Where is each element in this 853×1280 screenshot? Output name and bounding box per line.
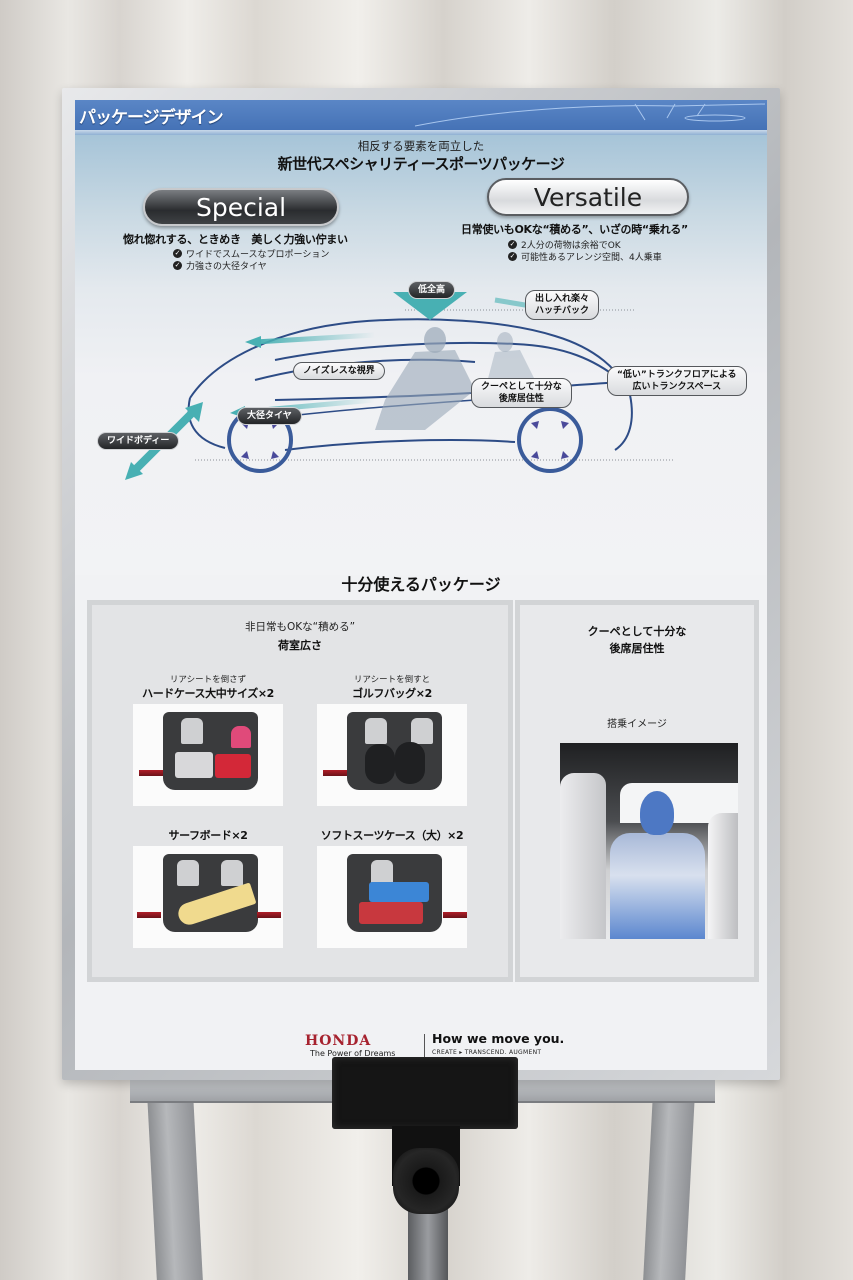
brand-tagline: The Power of Dreams (310, 1049, 396, 1058)
sub-heading: 相反する要素を両立した (357, 139, 485, 153)
footer-divider (424, 1034, 425, 1058)
cargo-item-golfbag: リアシートを倒すと ゴルフバッグ×2 (312, 673, 472, 806)
versatile-pill: Versatile (487, 178, 689, 216)
callout-noiseless-view: ノイズレスな視界 (293, 362, 385, 380)
hardcase-photo (133, 704, 283, 806)
callout-wide-body: ワイドボディー (97, 432, 180, 450)
footer-steps: CREATE ▸ TRANSCEND. AUGMENT (432, 1049, 542, 1056)
callout-low-height: 低全高 (408, 281, 456, 299)
check-icon: ✓ (173, 260, 182, 270)
callout-low-trunk: “低い”トランクフロアによる 広いトランクスペース (607, 366, 747, 396)
callout-hatchback: 出し入れ楽々 ハッチバック (525, 290, 600, 320)
special-pill: Special (143, 188, 339, 226)
easel-knob-icon (393, 1148, 459, 1214)
cargo-item-suitcase: ソフトスーツケース（大）×2 (312, 827, 472, 948)
cargo-panel-sub: 非日常もOKな“積める” (244, 621, 356, 633)
cargo-item-hardcase: リアシートを倒さず ハードケース大中サイズ×2 (128, 673, 288, 806)
easel-leg-left (147, 1095, 203, 1280)
bullet-item: ✓ワイドでスムースなプロポーション (173, 248, 330, 260)
versatile-tagline: 日常使いもOKな“積める”、いざの時“乗れる” (461, 223, 688, 236)
section-title: 十分使えるパッケージ (341, 575, 501, 594)
poster-board: パッケージデザイン 相反する要素を両立した 新世代スペシャリティースポーツパッケ… (75, 100, 767, 1070)
check-icon: ✓ (508, 239, 517, 249)
golfbag-photo (317, 704, 467, 806)
main-heading: 新世代スペシャリティースポーツパッケージ (277, 155, 565, 173)
rear-seat-image-caption: 搭乗イメージ (607, 719, 667, 730)
surfboard-photo (133, 846, 283, 948)
header-bar: パッケージデザイン (75, 100, 767, 130)
car-sketch-icon (414, 103, 766, 127)
bullet-item: ✓力強さの大径タイヤ (173, 260, 267, 272)
special-tagline: 惚れ惚れする、ときめき 美しく力強い佇まい (123, 233, 348, 246)
cargo-panel-title: 荷室広さ (278, 639, 322, 652)
rear-seat-title-line1: クーペとして十分な (587, 625, 687, 638)
easel-leg-right (643, 1095, 695, 1280)
car-package-diagram: 低全高 出し入れ楽々 ハッチバック ノイズレスな視界 クーペとして十分な 後席居… (75, 280, 767, 490)
header-stripe (75, 130, 767, 135)
bullet-item: ✓2人分の荷物は余裕でOK (508, 239, 621, 251)
honda-logo: HONDA (305, 1033, 372, 1049)
check-icon: ✓ (508, 251, 517, 261)
bullet-item: ✓可能性あるアレンジ空間、4人乗車 (508, 251, 662, 263)
header-title: パッケージデザイン (79, 108, 224, 128)
check-icon: ✓ (173, 248, 182, 258)
rear-seat-photo (560, 743, 738, 939)
versatile-bullets: ✓2人分の荷物は余裕でOK ✓可能性あるアレンジ空間、4人乗車 (508, 238, 662, 263)
car-outline-icon (125, 292, 675, 480)
callout-rear-seat: クーペとして十分な 後席居住性 (471, 378, 572, 408)
rear-seat-title-line2: 後席居住性 (609, 642, 665, 655)
footer-slogan: How we move you. (432, 1031, 565, 1046)
callout-large-tire: 大径タイヤ (237, 407, 302, 425)
easel-clamp (332, 1057, 518, 1129)
rear-seat-panel: クーペとして十分な 後席居住性 搭乗イメージ (515, 600, 759, 982)
cargo-panel: 非日常もOKな“積める” 荷室広さ リアシートを倒さず ハードケース大中サイズ×… (87, 600, 513, 982)
suitcase-photo (317, 846, 467, 948)
passenger-silhouette-icon (610, 833, 705, 939)
cargo-item-surfboard: サーフボード×2 (128, 827, 288, 948)
special-bullets: ✓ワイドでスムースなプロポーション ✓力強さの大径タイヤ (173, 247, 330, 272)
